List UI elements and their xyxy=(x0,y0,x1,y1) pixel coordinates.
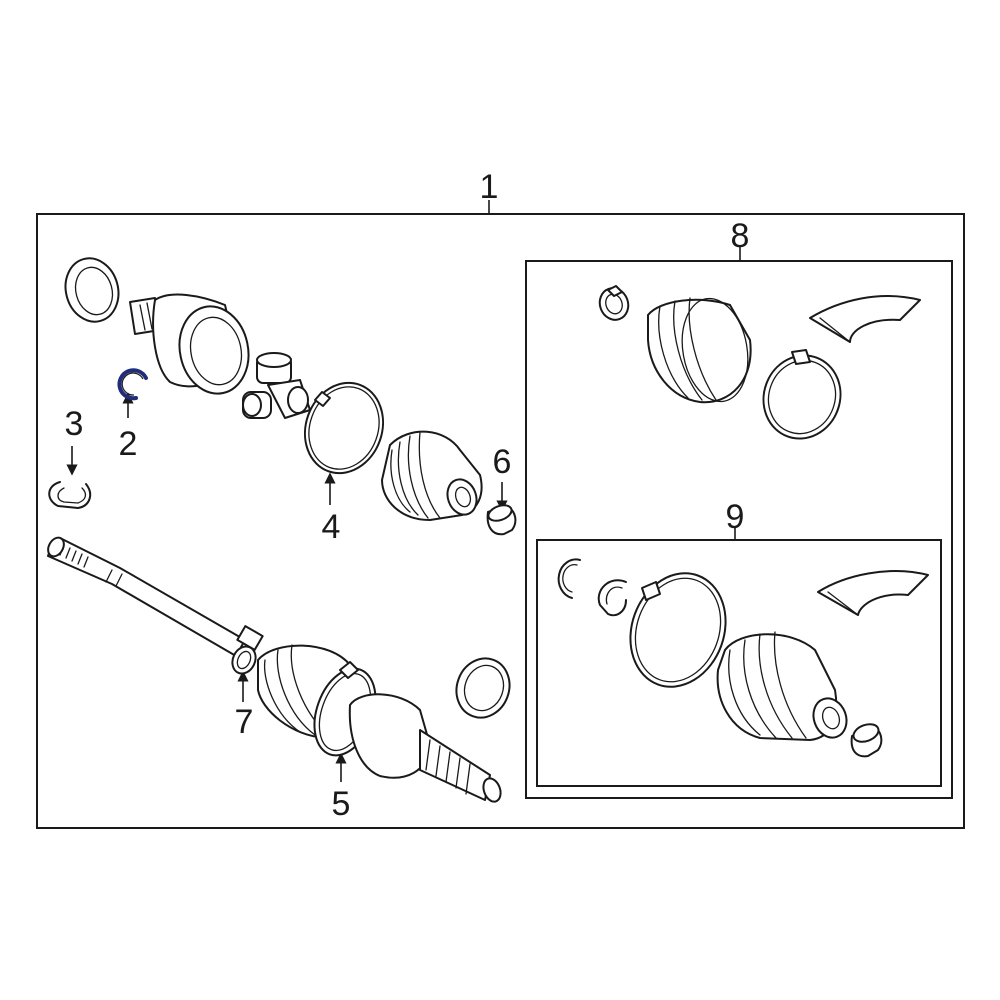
kit9-small-band xyxy=(850,723,883,758)
boot-clamp-large xyxy=(303,381,385,475)
clip-ring xyxy=(48,481,92,509)
callout-1: 1 xyxy=(480,168,499,206)
inner-boot-kit-frame xyxy=(536,539,942,787)
inboard-joint-housing xyxy=(129,293,250,395)
callout-9: 9 xyxy=(726,498,745,536)
callout-5: 5 xyxy=(332,785,351,823)
callout-4: 4 xyxy=(322,508,341,546)
kit9-grease-packet xyxy=(817,570,929,616)
snap-ring-highlighted xyxy=(117,368,148,401)
callout-8: 8 xyxy=(731,217,750,255)
kit9-boot xyxy=(716,631,848,741)
kit9-clip-ring xyxy=(597,579,627,617)
inner-boot-top xyxy=(381,430,483,521)
kit8-grease-packet xyxy=(809,295,921,343)
dust-seal-bottom xyxy=(455,657,511,719)
kit9-snap-ring xyxy=(557,558,581,599)
outer-cv-joint xyxy=(348,693,502,803)
callout-2: 2 xyxy=(119,425,138,463)
outer-boot-kit-frame xyxy=(525,260,953,799)
tripod-spider xyxy=(242,352,311,419)
callout-3: 3 xyxy=(65,405,84,443)
boot-clamp-small xyxy=(486,504,517,536)
boot-clamp-shaft xyxy=(231,645,257,675)
kit9-large-band xyxy=(629,572,727,688)
axle-shaft xyxy=(47,536,264,657)
callout-7: 7 xyxy=(235,703,254,741)
main-assembly-frame xyxy=(36,213,965,829)
kit8-small-band xyxy=(598,285,630,321)
kit8-boot xyxy=(647,297,752,404)
callout-6: 6 xyxy=(493,443,512,481)
dust-seal-top xyxy=(64,257,120,323)
kit8-large-band xyxy=(762,349,842,440)
snap-ring-edge xyxy=(121,372,144,396)
